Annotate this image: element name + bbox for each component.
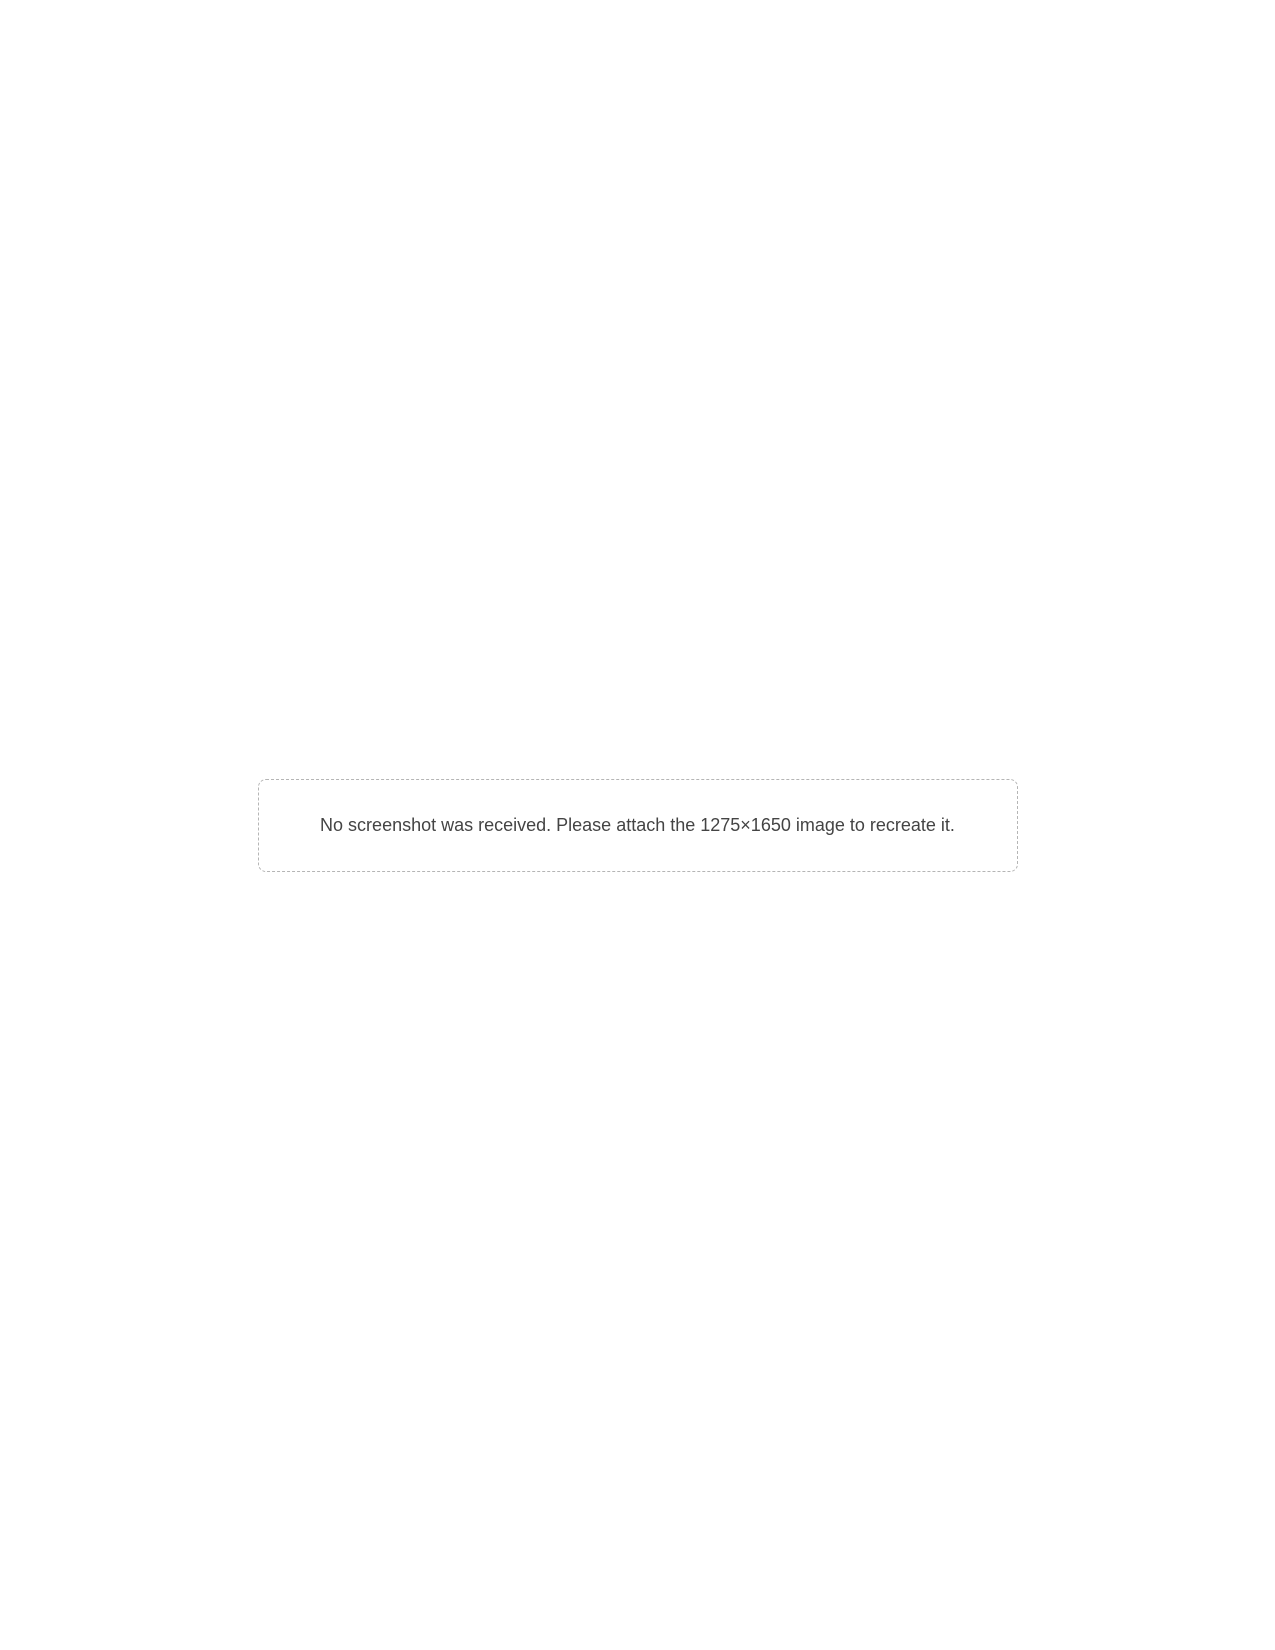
notice-message: No screenshot was received. Please attac… — [320, 814, 955, 835]
missing-image-notice: No screenshot was received. Please attac… — [257, 778, 1018, 872]
